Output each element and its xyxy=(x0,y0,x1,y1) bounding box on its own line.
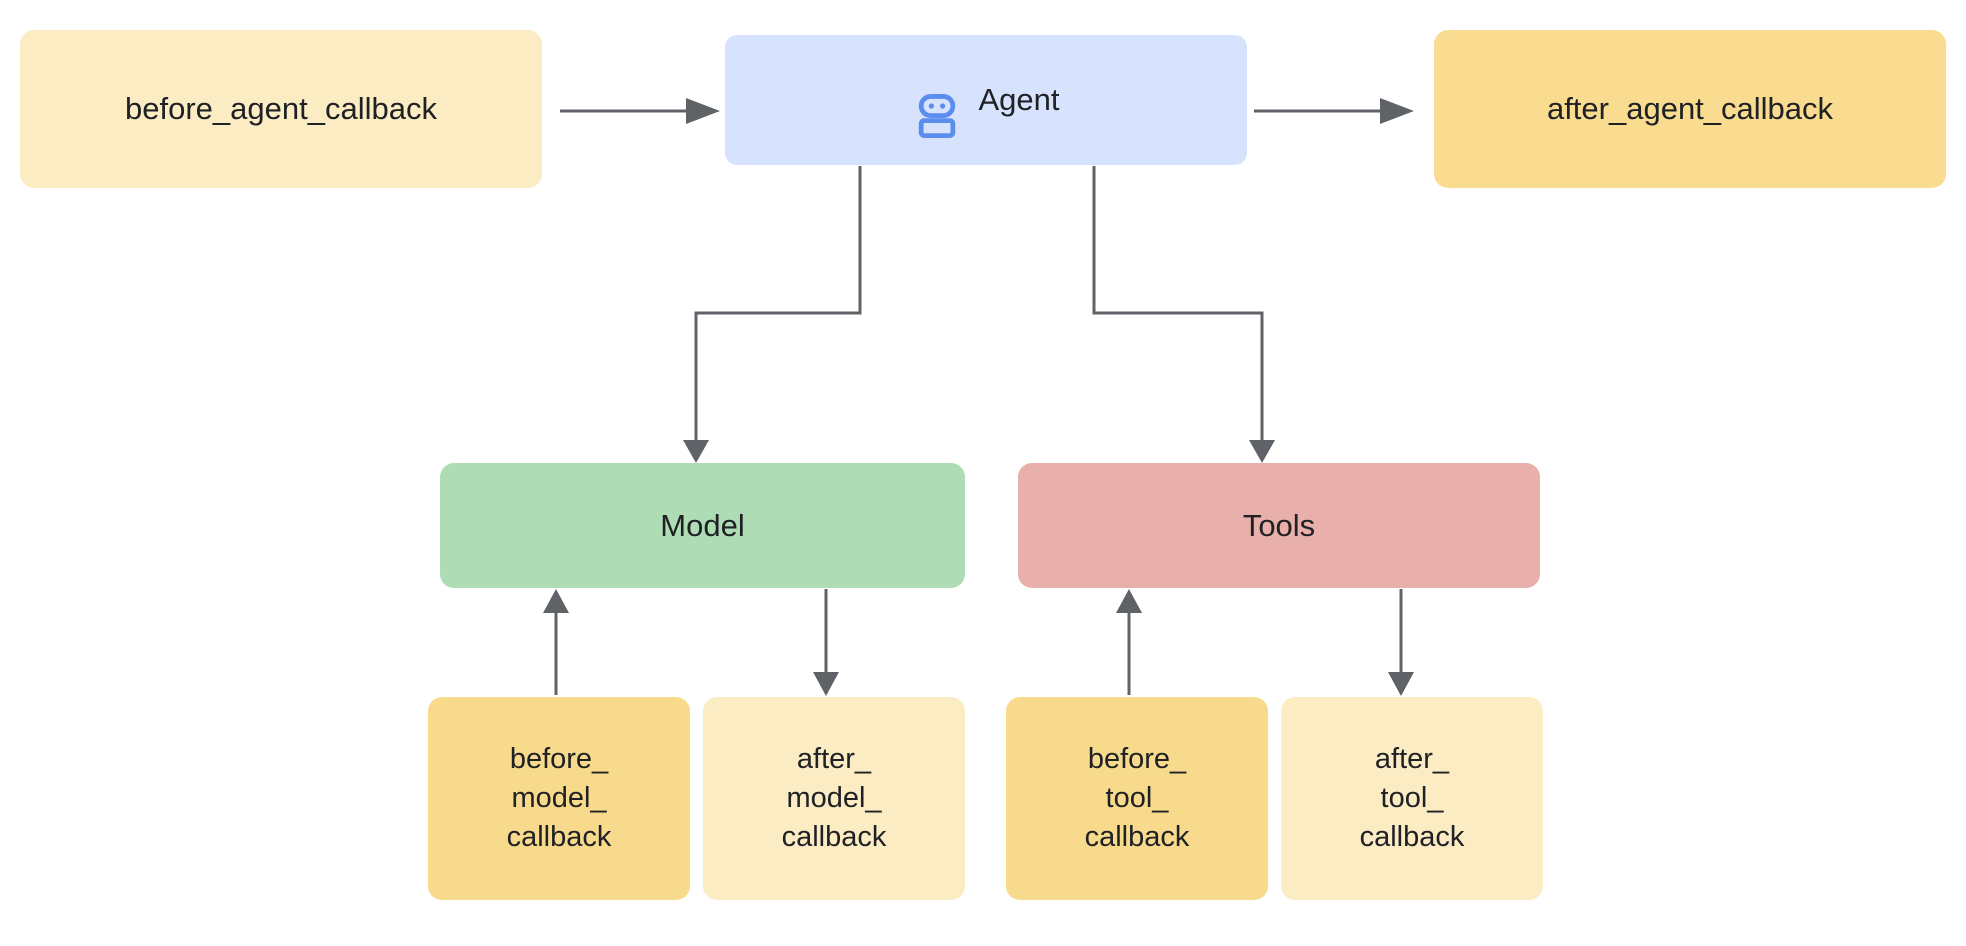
node-after-model-callback-label: after_ model_ callback xyxy=(781,743,887,853)
node-after-tool-callback-label: after_ tool_ callback xyxy=(1359,743,1465,853)
edge-tools-to-after-tool xyxy=(1388,589,1414,696)
node-before-agent-callback[interactable]: before_agent_callback xyxy=(20,30,542,188)
edge-agent-to-model xyxy=(683,166,862,463)
node-after-agent-callback[interactable]: after_agent_callback xyxy=(1434,30,1946,188)
node-tools-label: Tools xyxy=(1242,507,1316,543)
node-agent-label: Agent xyxy=(978,82,1060,118)
node-after-tool-callback[interactable]: after_ tool_ callback xyxy=(1281,697,1543,900)
edge-model-to-after-model xyxy=(813,589,839,696)
edge-before-tool-to-tools xyxy=(1116,589,1142,695)
edge-before-model-to-model xyxy=(543,589,569,695)
edge-agent-to-after-agent xyxy=(1254,98,1414,124)
node-before-model-callback-label: before_ model_ callback xyxy=(506,743,612,853)
edge-before-agent-to-agent xyxy=(560,98,720,124)
edge-agent-to-tools xyxy=(1092,166,1275,463)
node-before-tool-callback-label: before_ tool_ callback xyxy=(1084,743,1190,853)
node-after-agent-callback-label: after_agent_callback xyxy=(1546,91,1834,127)
node-tools[interactable]: Tools xyxy=(1018,463,1540,588)
node-agent[interactable]: Agent xyxy=(725,35,1247,165)
node-model-label: Model xyxy=(660,507,745,543)
node-model[interactable]: Model xyxy=(440,463,965,588)
node-before-agent-callback-label: before_agent_callback xyxy=(125,91,437,127)
robot-icon xyxy=(912,49,962,151)
node-before-model-callback[interactable]: before_ model_ callback xyxy=(428,697,690,900)
node-after-model-callback[interactable]: after_ model_ callback xyxy=(703,697,965,900)
node-before-tool-callback[interactable]: before_ tool_ callback xyxy=(1006,697,1268,900)
